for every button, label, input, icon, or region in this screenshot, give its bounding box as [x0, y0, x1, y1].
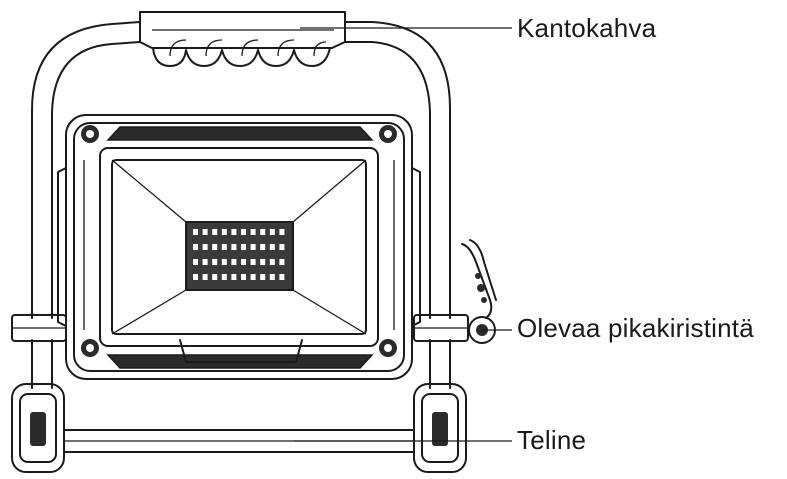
led-panel [185, 221, 294, 291]
led-chip [221, 259, 227, 265]
led-chip [202, 274, 208, 280]
led-chip [279, 229, 285, 235]
led-chip [193, 259, 198, 265]
quick-release-clamp [461, 239, 497, 344]
led-chip [212, 259, 218, 265]
led-chip [212, 229, 218, 235]
led-chip [260, 244, 266, 250]
led-chip [250, 244, 256, 250]
label-quick-release-clamp: Olevaa pikakiristintä [517, 313, 754, 343]
led-chip [250, 259, 256, 265]
led-chip [260, 229, 266, 235]
led-chip [212, 274, 218, 280]
led-chip [193, 229, 198, 235]
led-chip [269, 244, 275, 250]
led-chip [231, 244, 237, 250]
led-chip [241, 259, 246, 265]
led-chip [241, 229, 246, 235]
led-chip [260, 259, 266, 265]
led-chip [231, 229, 237, 235]
label-stand: Teline [517, 425, 587, 455]
led-chip [241, 244, 246, 250]
pivot-brackets [11, 314, 469, 342]
led-chip [202, 244, 208, 250]
left-wheel [11, 383, 65, 473]
led-chip [269, 274, 275, 280]
led-chip [202, 259, 208, 265]
led-chip [269, 229, 275, 235]
led-chip [250, 229, 256, 235]
led-chip [221, 244, 227, 250]
led-chip [241, 274, 246, 280]
led-chip [260, 274, 266, 280]
led-chip [193, 274, 198, 280]
right-wheel [413, 383, 467, 473]
led-chip [269, 259, 275, 265]
led-chip [221, 229, 227, 235]
label-carry-handle: Kantokahva [517, 13, 657, 43]
led-chip [231, 274, 237, 280]
led-chip [221, 274, 227, 280]
leader-lines [294, 27, 512, 442]
led-chip [202, 229, 208, 235]
led-chip [212, 244, 218, 250]
led-chip [279, 274, 285, 280]
lamp-housing [57, 114, 421, 380]
carry-handle [139, 11, 346, 67]
led-chip [250, 274, 256, 280]
led-chip [279, 244, 285, 250]
led-chip [231, 259, 237, 265]
led-chip [279, 259, 285, 265]
corner-screws [81, 125, 397, 357]
tubular-frame [31, 21, 451, 389]
led-chip [193, 244, 198, 250]
